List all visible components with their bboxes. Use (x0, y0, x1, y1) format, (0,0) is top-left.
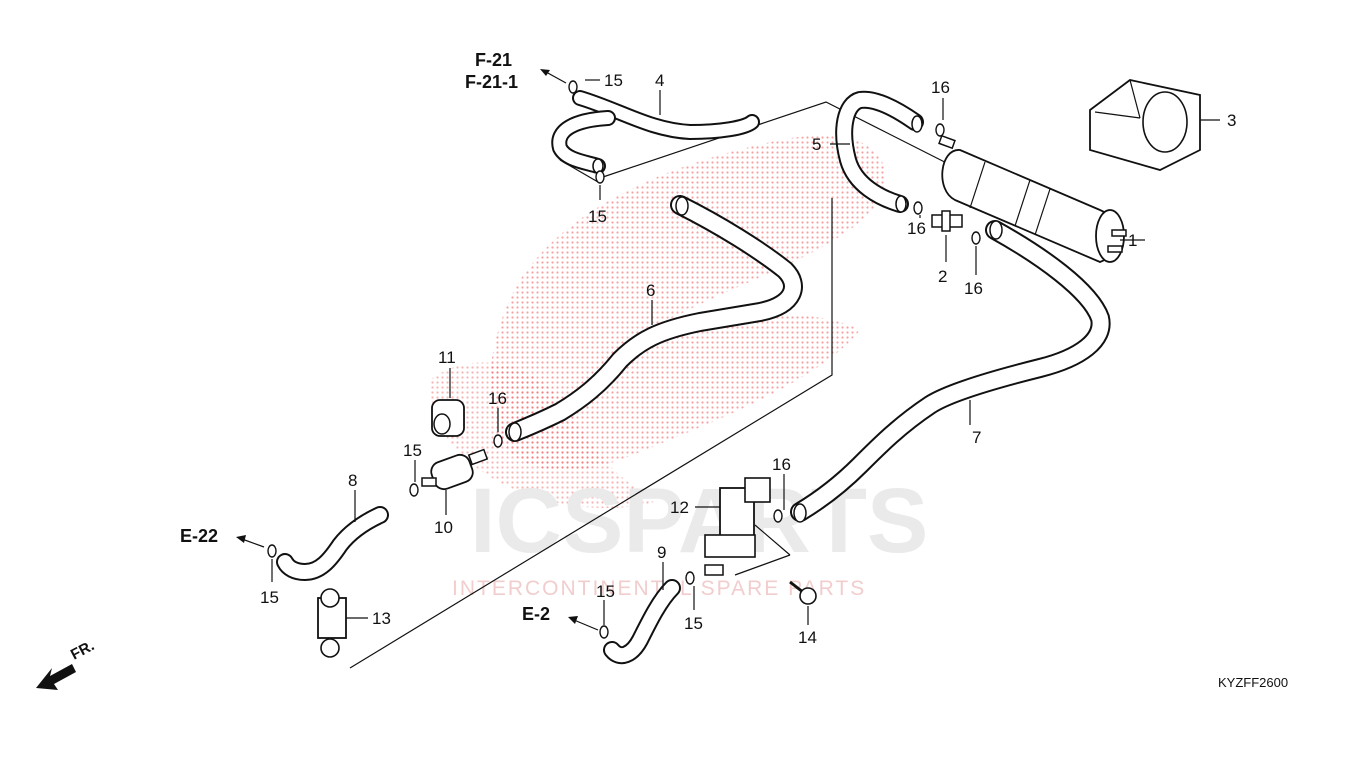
callout-16c: 16 (964, 279, 983, 298)
callout-15b: 15 (588, 207, 607, 226)
front-direction-arrow: FR. (36, 637, 97, 690)
callout-16b: 16 (907, 219, 926, 238)
callout-15e: 15 (596, 582, 615, 601)
hose-8 (276, 506, 389, 581)
diagram-code: KYZFF2600 (1218, 675, 1288, 690)
clamp-11 (431, 399, 465, 437)
callout-15f: 15 (684, 614, 703, 633)
callout-7: 7 (972, 428, 981, 447)
callout-3: 3 (1227, 111, 1236, 130)
callout-12: 12 (670, 498, 689, 517)
bolt-14 (789, 580, 817, 605)
arrow-icon (36, 664, 76, 690)
callout-15c: 15 (403, 441, 422, 460)
callout-14: 14 (798, 628, 817, 647)
canister-1 (938, 134, 1127, 263)
callout-16e: 16 (772, 455, 791, 474)
bracket-3 (1089, 79, 1201, 171)
watermark-brand: ICSPARTS (470, 470, 928, 572)
ref-e22: E-22 (180, 526, 218, 546)
hose-9 (603, 579, 681, 665)
filter-10 (421, 448, 489, 491)
callout-13: 13 (372, 609, 391, 628)
callout-9: 9 (657, 543, 666, 562)
callout-1: 1 (1128, 231, 1137, 250)
hose-4 (551, 90, 760, 174)
clips (267, 80, 981, 639)
direction-label: FR. (68, 637, 97, 663)
solenoid-valve-12 (704, 477, 791, 576)
callout-11: 11 (438, 348, 456, 367)
callout-6: 6 (646, 281, 655, 300)
callout-15a: 15 (604, 71, 623, 90)
callout-4: 4 (655, 71, 664, 90)
hose-7 (790, 220, 1111, 523)
leader-lines (271, 79, 1220, 625)
callout-15d: 15 (260, 588, 279, 607)
callout-16d: 16 (488, 389, 507, 408)
fitting-2 (931, 210, 963, 232)
callout-5: 5 (812, 135, 821, 154)
hose-5 (835, 90, 924, 213)
callout-8: 8 (348, 471, 357, 490)
ref-f211: F-21-1 (465, 72, 518, 92)
callout-10: 10 (434, 518, 453, 537)
callout-16a: 16 (931, 78, 950, 97)
ref-e2: E-2 (522, 604, 550, 624)
hose-6 (505, 195, 803, 442)
reference-arrows (236, 69, 599, 631)
callout-2: 2 (938, 267, 947, 286)
watermark-tagline: INTERCONTINENTAL SPARE PARTS (452, 577, 866, 600)
ref-f21: F-21 (475, 50, 512, 70)
clamp-13 (317, 588, 347, 658)
